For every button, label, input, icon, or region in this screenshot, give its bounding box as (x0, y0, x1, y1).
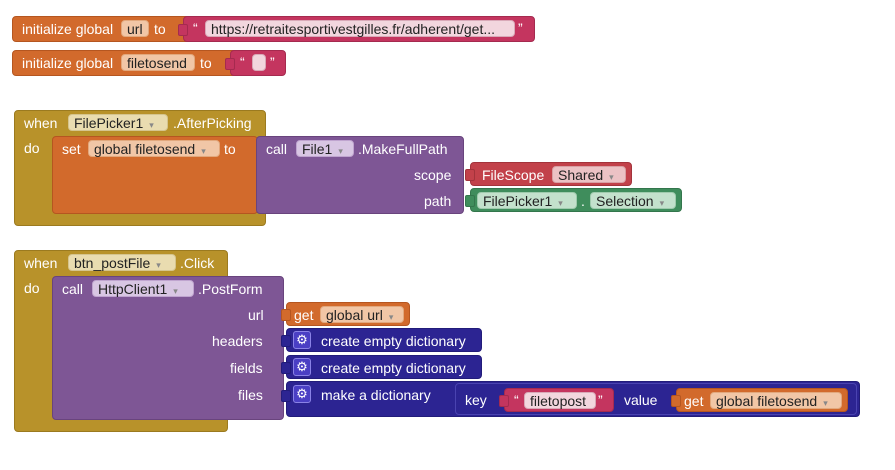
chevron-down-icon: ▾ (388, 312, 394, 322)
do-label: do (24, 140, 40, 156)
close-quote: ” (518, 20, 523, 36)
open-quote: “ (514, 392, 519, 408)
dictionary-label: create empty dictionary (321, 333, 466, 349)
socket-connector-icon (281, 390, 291, 402)
fields-param-label: fields (230, 360, 263, 376)
var-name-filetosend[interactable]: filetosend (121, 54, 195, 71)
call-label: call (266, 141, 288, 157)
url-param-label: url (248, 307, 264, 323)
call-makefullpath-block[interactable] (256, 136, 464, 214)
chevron-down-icon: ▾ (659, 198, 665, 208)
component-file1[interactable]: File1▾ (296, 140, 354, 157)
set-target-dropdown[interactable]: global filetosend▾ (88, 140, 220, 157)
call-label: call (62, 281, 84, 297)
dot-separator: . (581, 193, 585, 209)
open-quote: “ (240, 54, 245, 70)
key-label: key (465, 392, 487, 408)
chevron-down-icon: ▾ (823, 398, 828, 408)
component-filepicker1[interactable]: FilePicker1▾ (68, 114, 168, 131)
get-label: get (684, 393, 704, 409)
scope-label: scope (414, 167, 452, 183)
component-filepicker1-getter[interactable]: FilePicker1▾ (477, 192, 577, 209)
url-string-field[interactable]: https://retraitesportivestgilles.fr/adhe… (205, 20, 515, 37)
method-name: .MakeFullPath (358, 141, 448, 157)
component-btn-postfile[interactable]: btn_postFile▾ (68, 254, 176, 271)
text-connector-icon (225, 58, 235, 70)
gear-icon[interactable]: ⚙ (293, 331, 311, 349)
headers-dictionary-block[interactable] (286, 328, 482, 352)
chevron-down-icon: ▾ (149, 120, 154, 130)
chevron-down-icon: ▾ (173, 286, 178, 296)
call-postform-block[interactable] (52, 276, 284, 420)
to-label: to (154, 21, 166, 37)
when-label: when (24, 255, 58, 271)
chevron-down-icon: ▾ (609, 172, 614, 182)
gear-icon[interactable]: ⚙ (293, 385, 311, 403)
text-connector-icon (499, 395, 509, 407)
to-label: to (200, 55, 212, 71)
filescope-dropdown[interactable]: Shared▾ (552, 166, 626, 183)
do-label: do (24, 280, 40, 296)
init-global-url-block[interactable] (12, 16, 192, 42)
fields-dictionary-block[interactable] (286, 355, 482, 379)
chevron-down-icon: ▾ (201, 146, 206, 156)
init-keyword: initialize global (22, 55, 114, 71)
get-var-dropdown[interactable]: global url▾ (320, 306, 404, 323)
socket-connector-icon (465, 195, 475, 207)
headers-param-label: headers (212, 333, 263, 349)
socket-connector-icon (281, 335, 291, 347)
init-keyword: initialize global (22, 21, 114, 37)
socket-connector-icon (465, 169, 475, 181)
get-label: get (294, 307, 314, 323)
filescope-label: FileScope (482, 167, 545, 183)
make-dictionary-label: make a dictionary (321, 387, 431, 403)
close-quote: ” (270, 54, 275, 70)
chevron-down-icon: ▾ (156, 260, 161, 270)
chevron-down-icon: ▾ (558, 198, 563, 208)
open-quote: “ (193, 20, 198, 36)
socket-connector-icon (281, 309, 291, 321)
files-param-label: files (238, 387, 263, 403)
path-label: path (424, 193, 452, 209)
to-label: to (224, 141, 236, 157)
set-label: set (62, 141, 81, 157)
chevron-down-icon: ▾ (338, 146, 343, 156)
gear-icon[interactable]: ⚙ (293, 358, 311, 376)
close-quote: ” (598, 392, 603, 408)
component-httpclient1[interactable]: HttpClient1▾ (92, 280, 194, 297)
dictionary-label: create empty dictionary (321, 360, 466, 376)
key-string-field[interactable]: filetopost (524, 392, 596, 409)
method-name: .PostForm (198, 281, 263, 297)
event-name: .Click (180, 255, 215, 271)
socket-connector-icon (671, 395, 681, 407)
event-name: .AfterPicking (173, 115, 252, 131)
var-name-url[interactable]: url (121, 20, 149, 37)
value-label: value (624, 392, 658, 408)
get-var-dropdown[interactable]: global filetosend▾ (710, 392, 842, 409)
text-connector-icon (178, 24, 188, 36)
when-label: when (24, 115, 58, 131)
property-selection-dropdown[interactable]: Selection▾ (590, 192, 676, 209)
socket-connector-icon (281, 362, 291, 374)
empty-string-field[interactable] (252, 54, 266, 71)
